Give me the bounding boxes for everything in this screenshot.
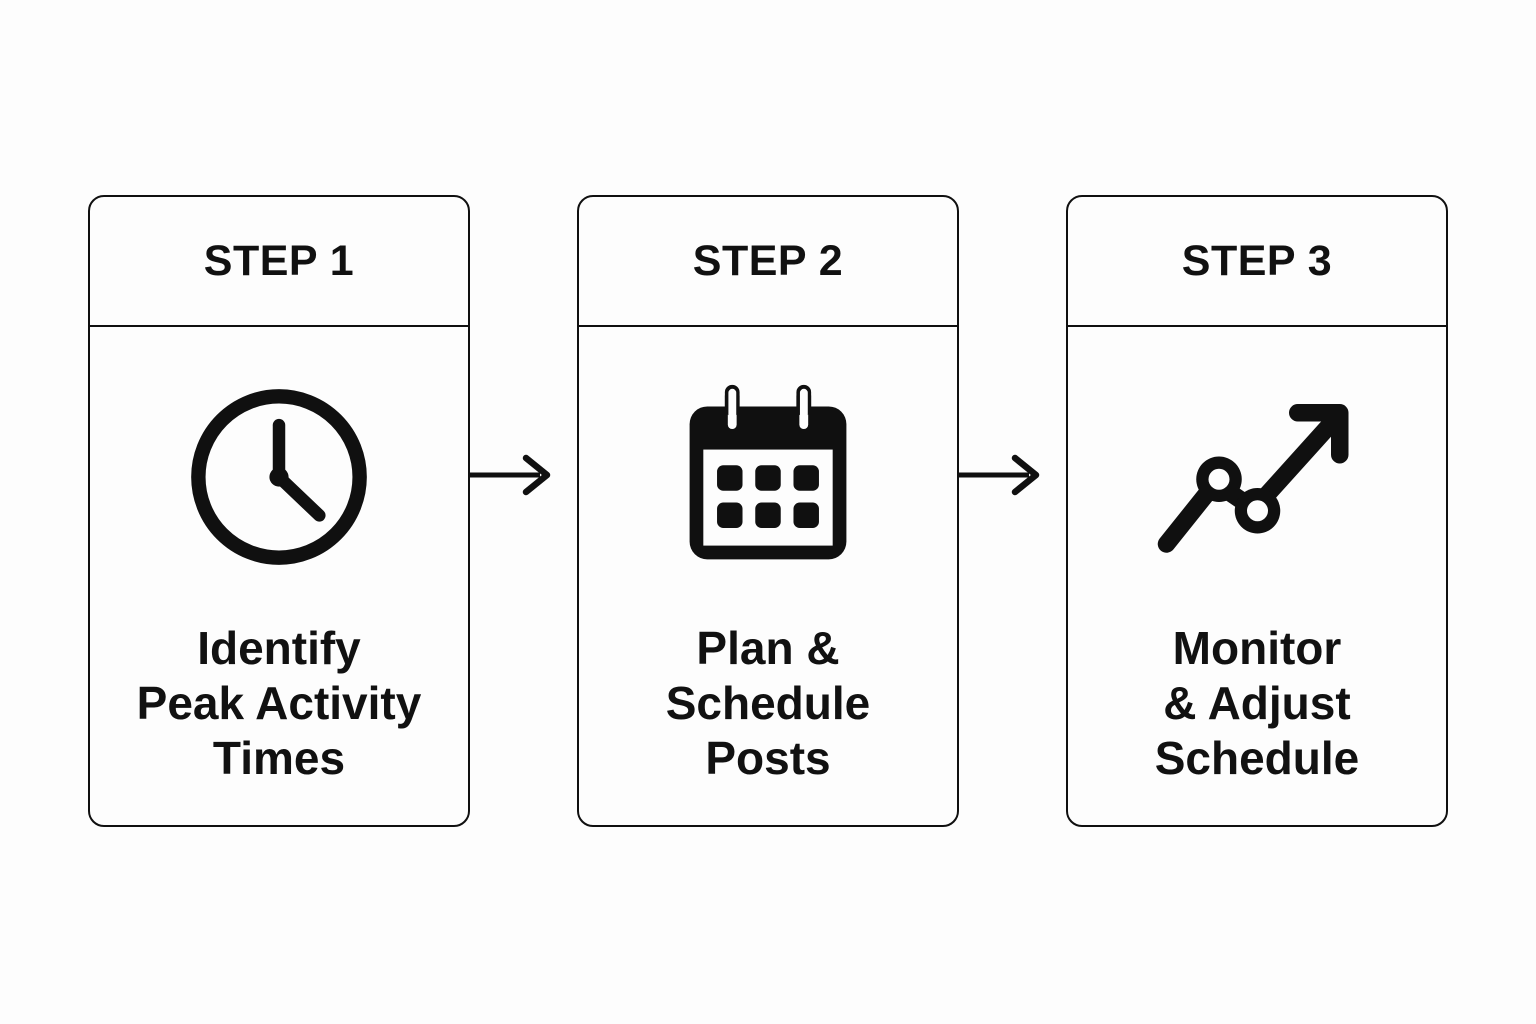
step-card-1-header: STEP 1 <box>90 197 468 327</box>
step-card-2[interactable]: STEP 2 <box>577 195 959 827</box>
clock-icon <box>183 377 375 577</box>
step-card-2-header-label: STEP 2 <box>692 236 844 285</box>
calendar-icon <box>670 377 866 577</box>
step-card-1-body: Identify Peak Activity Times <box>90 327 468 825</box>
step-card-3-header-label: STEP 3 <box>1181 236 1333 285</box>
step-card-3-header: STEP 3 <box>1068 197 1446 327</box>
step-card-2-caption: Plan & Schedule Posts <box>665 622 871 785</box>
trending-up-arrow-icon <box>1150 377 1365 577</box>
step-card-3-caption: Monitor & Adjust Schedule <box>1154 622 1360 785</box>
step-card-3-body: Monitor & Adjust Schedule <box>1068 327 1446 825</box>
arrow-step1-to-step2-icon <box>468 452 558 498</box>
step-card-3[interactable]: STEP 3 Monitor & Adjust Schedule <box>1066 195 1448 827</box>
step-card-1-caption: Identify Peak Activity Times <box>136 622 422 785</box>
step-card-2-body: Plan & Schedule Posts <box>579 327 957 825</box>
step-card-2-header: STEP 2 <box>579 197 957 327</box>
step-card-1-header-label: STEP 1 <box>203 236 355 285</box>
step-card-1[interactable]: STEP 1 Identify Peak Activity Times <box>88 195 470 827</box>
arrow-step2-to-step3-icon <box>957 452 1047 498</box>
